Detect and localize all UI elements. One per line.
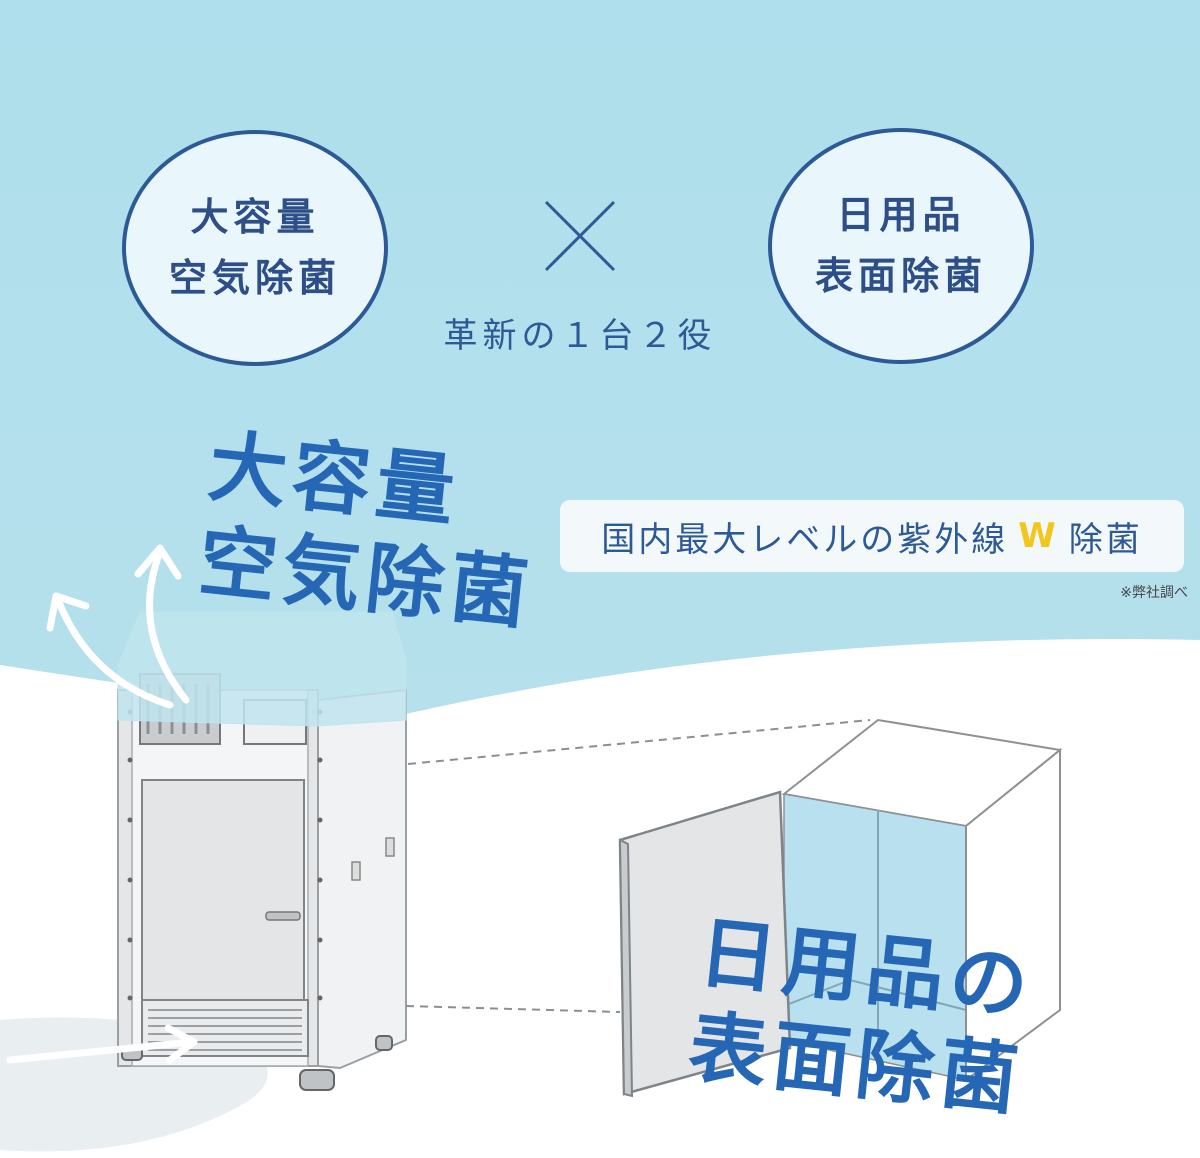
circle-right-line1: 日用品 [836,193,966,238]
multiply-icon [544,200,616,272]
tagline: 革新の１台２役 [443,316,717,356]
uv-badge: 国内最大レベルの紫外線 W 除菌 [560,500,1184,572]
uv-badge-text: 国内最大レベルの紫外線 [601,519,1009,560]
headline-surface: 日用品の 表面除菌 [684,906,1038,1130]
uv-badge-highlight: W [1018,516,1059,556]
footnote: ※弊社調べ [1120,585,1188,601]
headline-air: 大容量 空気除菌 [194,420,548,644]
circle-left-line2: 空気除菌 [168,256,341,300]
air-sterilization-circle: 大容量 空気除菌 [122,130,388,366]
circle-right-line2: 表面除菌 [814,254,987,298]
circle-left-line1: 大容量 [190,195,320,240]
uv-badge-suffix: 除菌 [1068,519,1143,560]
surface-sterilization-circle: 日用品 表面除菌 [768,128,1034,364]
